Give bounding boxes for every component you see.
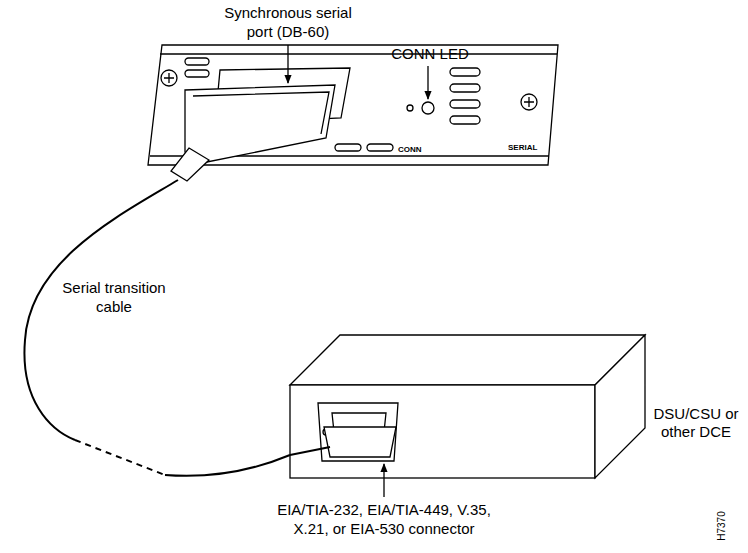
figure-number: H7370: [716, 504, 728, 548]
cable-segment: [75, 440, 165, 475]
faceplate: [148, 45, 558, 181]
panel-marking: SERIAL: [508, 143, 537, 153]
panel-marking: CONN: [398, 145, 422, 155]
callout-label: CONN LED: [390, 44, 470, 63]
cable-segment: [24, 180, 178, 440]
dce-device: DSU/CSU or other DCE: [290, 335, 650, 480]
cable-segment: [165, 455, 290, 476]
serial-faceplate: CONN SERIAL: [145, 40, 560, 180]
leader-lines: [288, 45, 428, 497]
dsu-box: [290, 335, 645, 478]
cable-label: Serial transition cable: [58, 278, 170, 316]
callout-label: EIA/TIA-232, EIA/TIA-449, V.35, X.21, or…: [259, 500, 509, 538]
device-label: DSU/CSU or other DCE: [650, 405, 742, 441]
callout-label: Synchronous serial port (DB-60): [212, 3, 364, 41]
serial-cable: [24, 180, 290, 476]
